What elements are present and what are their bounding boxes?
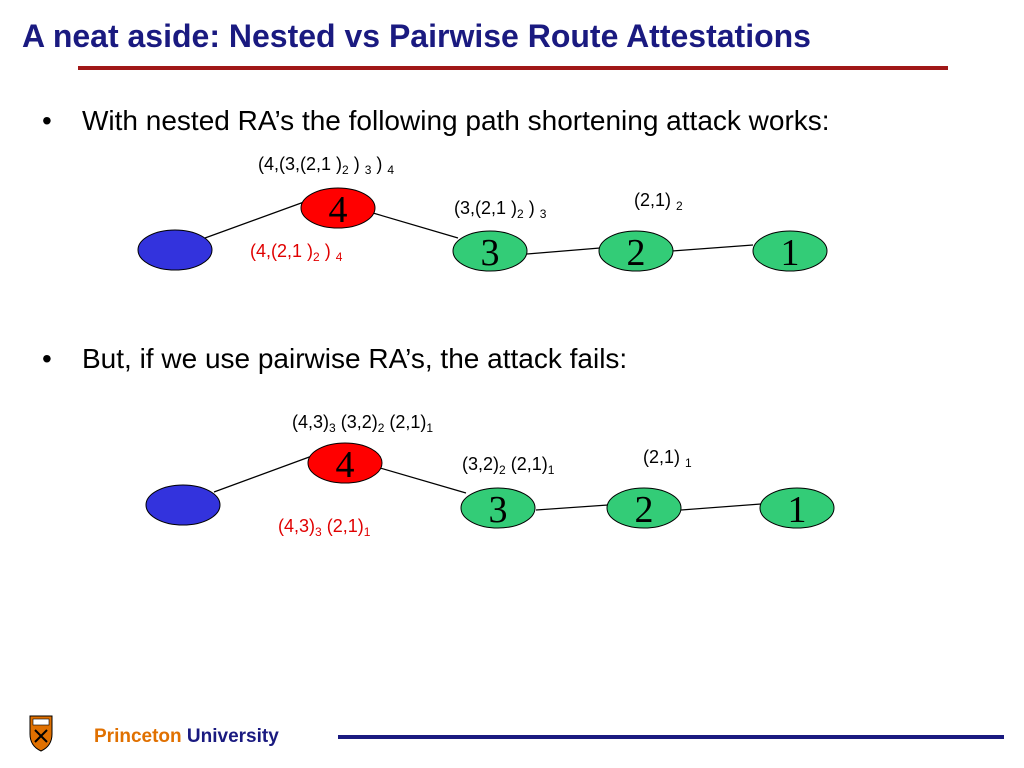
node-4-shape [307,442,383,484]
node-2-shape [598,230,674,272]
attestation-label-from-2: (2,1) 2 [634,190,683,213]
node-3-label: 3 [481,232,500,274]
edge-4-3 [372,212,459,239]
node-1-shape [752,230,828,272]
node-origin [145,484,221,526]
edge-origin-4 [204,201,305,239]
footer-brand: Princeton University [94,726,279,748]
edge-3-2 [526,247,601,255]
node-1-shape [759,487,835,529]
node-4-label: 4 [336,444,355,486]
edge-2-1 [671,244,754,252]
diagram-pairwise: 4 3 2 1 [145,442,835,531]
attestation-label-from-3: (3,2)2 (2,1)1 [462,454,555,477]
node-4-label: 4 [329,189,348,231]
edge-2-1 [680,503,762,511]
node-2: 2 [606,487,682,531]
title-underline [78,66,948,70]
node-origin-shape [137,229,213,271]
edge-3-2 [535,504,609,511]
edge-4-3 [379,467,467,494]
footer-brand-princeton: Princeton [94,726,182,747]
edge-origin-4 [213,455,313,493]
node-4-shape [300,187,376,229]
node-1: 1 [752,230,828,274]
node-1-label: 1 [781,232,800,274]
attestation-label-replayed: (4,3)3 (2,1)1 [278,516,371,539]
node-2-label: 2 [627,232,646,274]
node-3-shape [460,487,536,529]
node-2: 2 [598,230,674,274]
bullet-marker: • [42,343,52,374]
attestation-label-forged: (4,(2,1 )2 ) 4 [250,241,343,264]
node-4: 4 [300,187,376,231]
node-3: 3 [452,230,528,274]
bullet-marker: • [42,105,52,136]
node-2-shape [606,487,682,529]
attestation-label-from-4: (4,(3,(2,1 )2 ) 3 ) 4 [258,154,395,177]
bullet-1-text: With nested RA’s the following path shor… [82,105,830,136]
attestation-label-from-3: (3,(2,1 )2 ) 3 [454,198,547,221]
diagram-nested: 4 3 2 1 [137,187,828,274]
node-origin-shape [145,484,221,526]
node-3-label: 3 [489,489,508,531]
node-origin [137,229,213,271]
footer-rule [338,735,1004,739]
node-3: 3 [460,487,536,531]
slide-title: A neat aside: Nested vs Pairwise Route A… [22,18,811,54]
node-4: 4 [307,442,383,486]
node-2-label: 2 [635,489,654,531]
node-1: 1 [759,487,835,531]
attestation-label-from-4: (4,3)3 (3,2)2 (2,1)1 [292,412,434,435]
bullet-2-text: But, if we use pairwise RA’s, the attack… [82,343,628,374]
node-1-label: 1 [788,489,807,531]
node-3-shape [452,230,528,272]
footer-brand-university: University [186,726,279,747]
princeton-shield-icon [29,715,53,752]
attestation-label-from-2: (2,1) 1 [643,447,692,470]
